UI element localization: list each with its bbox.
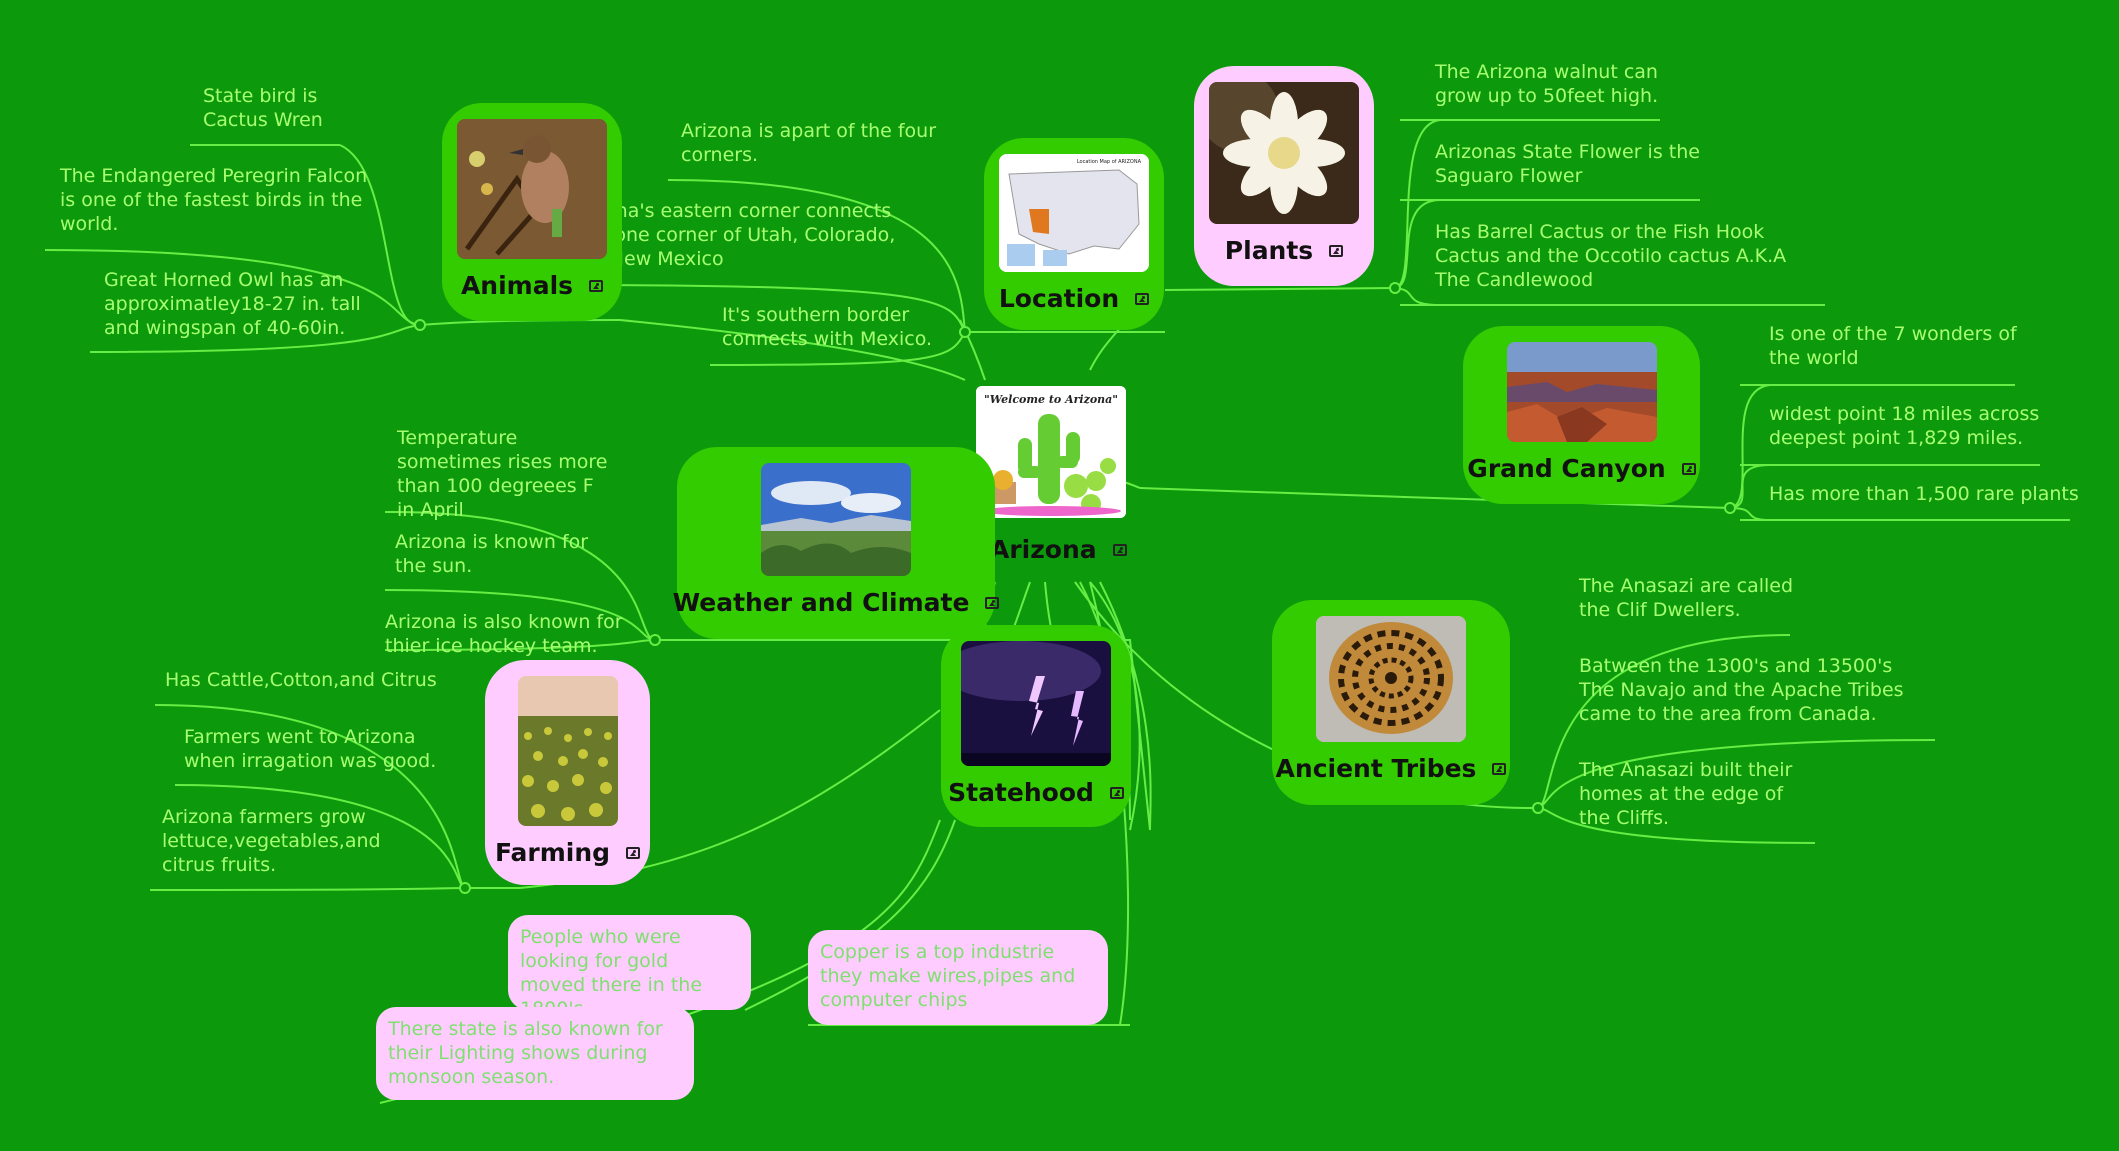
canyon-note-wonders: Is one of the 7 wonders of the world [1769, 323, 2017, 369]
weather-landscape-image [761, 463, 911, 576]
topic-location[interactable]: Location Map of ARIZONA Location [984, 138, 1164, 330]
image-icon [1329, 244, 1344, 257]
grand-canyon-image [1506, 342, 1657, 442]
location-note-eastern-corner: Arizona's eastern corner connects with o… [568, 200, 896, 270]
plants-note-walnut: The Arizona walnut can grow up to 50feet… [1435, 61, 1659, 107]
statehood-note-copper: Copper is a top industrie they make wire… [808, 930, 1108, 1025]
image-icon [985, 596, 1000, 609]
image-icon [1681, 462, 1696, 475]
image-icon [626, 846, 641, 859]
animals-note-horned-owl: Great Horned Owl has an approximatley18-… [104, 269, 361, 339]
tribes-note-homes: The Anasazi built their homes at the edg… [1579, 759, 1793, 829]
map-caption-text: Location Map of ARIZONA [1077, 159, 1142, 165]
welcome-sign-text: "Welcome to Arizona" [984, 393, 1118, 406]
topic-plants-label: Plants [1224, 236, 1314, 265]
central-topic-arizona[interactable]: Arizona [990, 535, 1127, 564]
topic-animals-label: Animals [460, 271, 574, 300]
farming-note-crops: Has Cattle,Cotton,and Citrus [165, 669, 437, 691]
location-note-southern-border: It's southern border connects with Mexic… [722, 304, 933, 350]
animals-note-cactus-wren: State bird is Cactus Wren [203, 85, 323, 131]
location-note-four-corners: Arizona is apart of the four corners. [681, 120, 937, 166]
topic-grand-canyon[interactable]: Grand Canyon [1463, 326, 1700, 504]
farming-note-lettuce: Arizona farmers grow lettuce,vegetables,… [162, 806, 381, 876]
topic-animals[interactable]: Animals [442, 103, 622, 321]
topic-farming-label: Farming [494, 838, 611, 867]
farming-note-irrigation: Farmers went to Arizona when irragation … [184, 726, 437, 772]
statehood-note-gold: People who were looking for gold moved t… [508, 915, 751, 1020]
basket-image [1316, 616, 1466, 742]
topic-plants[interactable]: Plants [1194, 66, 1374, 286]
central-image-welcome-arizona: "Welcome to Arizona" [976, 386, 1126, 518]
image-icon [589, 279, 604, 292]
saguaro-flower-image [1209, 82, 1359, 224]
canyon-note-dimensions: widest point 18 miles across deepest poi… [1769, 403, 2040, 449]
image-icon [1109, 786, 1124, 799]
image-icon [1112, 543, 1127, 556]
topic-ancient-tribes-label: Ancient Tribes [1275, 754, 1477, 783]
topic-ancient-tribes[interactable]: Ancient Tribes [1272, 600, 1510, 805]
statehood-note-lightning: There state is also known for their Ligh… [376, 1007, 694, 1100]
topic-statehood[interactable]: Statehood [941, 625, 1131, 827]
topic-weather-label: Weather and Climate [672, 588, 970, 617]
topic-location-label: Location [998, 284, 1120, 313]
cactus-wren-image [457, 119, 607, 259]
image-icon [1492, 762, 1507, 775]
weather-note-sun: Arizona is known for the sun. [395, 531, 589, 577]
lightning-image [961, 641, 1111, 766]
animals-note-peregrine-falcon: The Endangered Peregrin Falcon is one of… [60, 165, 368, 235]
location-map-image: Location Map of ARIZONA [999, 154, 1149, 272]
weather-note-hockey: Arizona is also known for thier ice hock… [385, 611, 623, 657]
plants-note-cactus: Has Barrel Cactus or the Fish Hook Cactu… [1435, 221, 1787, 291]
topic-statehood-label: Statehood [948, 778, 1094, 807]
farming-field-image [517, 676, 618, 826]
weather-note-temperature: Temperature sometimes rises more than 10… [397, 427, 608, 521]
central-topic-label: Arizona [990, 535, 1097, 564]
plants-note-state-flower: Arizonas State Flower is the Saguaro Flo… [1435, 141, 1700, 187]
topic-farming[interactable]: Farming [485, 660, 650, 885]
tribes-note-navajo-apache: Batween the 1300's and 13500's The Navaj… [1579, 655, 1904, 725]
topic-weather-climate[interactable]: Weather and Climate [673, 447, 1000, 639]
canyon-note-rare-plants: Has more than 1,500 rare plants [1769, 483, 2079, 505]
image-icon [1135, 292, 1150, 305]
tribes-note-cliff-dwellers: The Anasazi are called the Clif Dwellers… [1579, 575, 1794, 621]
topic-grand-canyon-label: Grand Canyon [1467, 454, 1666, 483]
